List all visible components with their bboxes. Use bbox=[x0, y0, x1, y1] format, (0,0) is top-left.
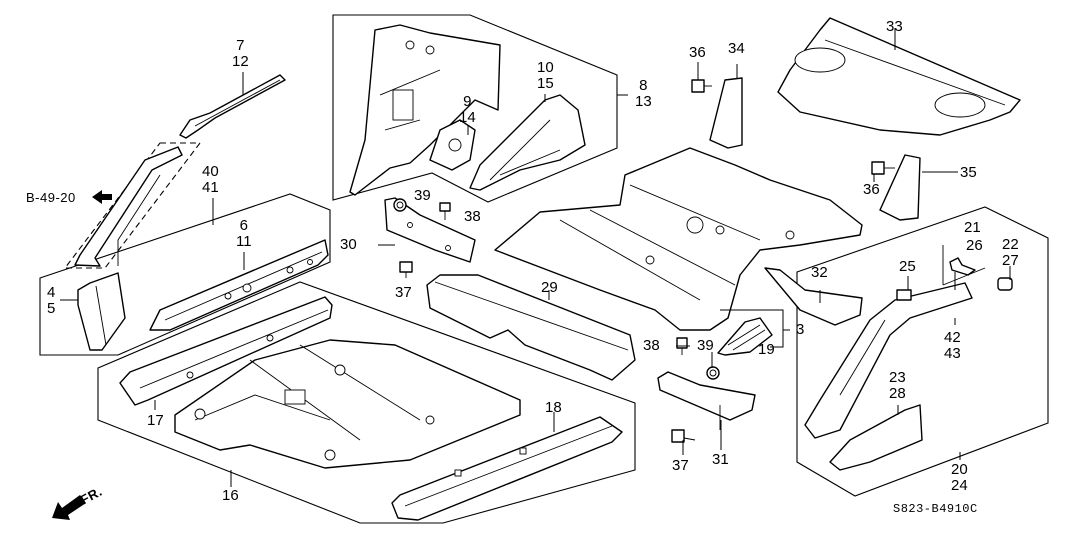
callout-33[interactable]: 33 bbox=[886, 18, 903, 35]
callout-18[interactable]: 18 bbox=[545, 399, 562, 416]
callout-31[interactable]: 31 bbox=[712, 451, 729, 468]
callout-21[interactable]: 21 bbox=[964, 219, 981, 236]
part-outer-sill[interactable] bbox=[391, 416, 623, 521]
part-front-pillar[interactable] bbox=[74, 146, 183, 267]
callout-37a[interactable]: 37 bbox=[395, 284, 412, 301]
callout-26[interactable]: 26 bbox=[966, 237, 983, 254]
callout-36b[interactable]: 36 bbox=[863, 181, 880, 198]
group-box-front-floor bbox=[97, 281, 636, 524]
callout-9-14[interactable]: 9 14 bbox=[459, 93, 476, 126]
part-rear-floor[interactable] bbox=[494, 147, 863, 331]
group-box-quarter-inner bbox=[332, 14, 618, 203]
callout-25[interactable]: 25 bbox=[899, 258, 916, 275]
part-stay-34[interactable] bbox=[709, 77, 743, 149]
part-pillar-lower[interactable] bbox=[77, 272, 126, 351]
diagram-code: S823-B4910C bbox=[893, 502, 978, 516]
part-extension-23[interactable] bbox=[829, 404, 923, 471]
part-rear-bracket-32[interactable] bbox=[764, 267, 863, 326]
callout-42-43[interactable]: 42 43 bbox=[944, 329, 961, 362]
callout-29[interactable]: 29 bbox=[541, 279, 558, 296]
callout-16[interactable]: 16 bbox=[222, 487, 239, 504]
part-bracket-21[interactable] bbox=[942, 245, 986, 286]
callout-23-28[interactable]: 23 28 bbox=[889, 369, 906, 402]
callout-19[interactable]: 19 bbox=[758, 341, 775, 358]
callout-32[interactable]: 32 bbox=[811, 264, 828, 281]
part-rear-wheelhouse[interactable] bbox=[469, 94, 586, 191]
callout-7-12[interactable]: 7 12 bbox=[232, 37, 249, 70]
callout-38b[interactable]: 38 bbox=[643, 337, 660, 354]
callout-35[interactable]: 35 bbox=[960, 164, 977, 181]
bolt-37a[interactable] bbox=[399, 261, 413, 278]
callout-8-13[interactable]: 8 13 bbox=[635, 77, 652, 110]
part-side-sill[interactable] bbox=[149, 239, 329, 331]
part-rear-shelf-33[interactable] bbox=[777, 17, 1021, 136]
part-bracket-31[interactable] bbox=[657, 371, 756, 430]
callout-30[interactable]: 30 bbox=[340, 236, 357, 253]
callout-40-41[interactable]: 40 41 bbox=[202, 163, 219, 196]
bolt-36a[interactable] bbox=[691, 79, 712, 93]
callout-39a[interactable]: 39 bbox=[414, 187, 431, 204]
callout-3[interactable]: 3 bbox=[796, 321, 805, 338]
reference-label[interactable]: B-49-20 bbox=[26, 190, 76, 205]
part-front-floor[interactable] bbox=[174, 339, 521, 469]
callout-20-24[interactable]: 20 24 bbox=[951, 461, 968, 494]
part-19[interactable] bbox=[717, 317, 773, 356]
callout-36a[interactable]: 36 bbox=[689, 44, 706, 61]
bolt-37b[interactable] bbox=[671, 429, 696, 443]
callout-34[interactable]: 34 bbox=[728, 40, 745, 57]
bolt-36b[interactable] bbox=[871, 161, 895, 175]
nut-39b[interactable] bbox=[706, 366, 720, 380]
nut-39a[interactable] bbox=[393, 198, 407, 212]
callout-22-27[interactable]: 22 27 bbox=[1002, 236, 1019, 269]
bolt-38b[interactable] bbox=[676, 337, 688, 355]
group-box-rear-frame bbox=[796, 206, 1049, 497]
leader-lines bbox=[60, 28, 1011, 487]
arrow-down-left-icon bbox=[52, 495, 86, 520]
callout-38a[interactable]: 38 bbox=[464, 208, 481, 225]
part-quarter-inner-panel[interactable] bbox=[349, 24, 501, 196]
part-rear-frame-42[interactable] bbox=[804, 282, 973, 439]
group-box-side-sill bbox=[39, 193, 331, 356]
bolt-38a[interactable] bbox=[439, 202, 451, 220]
callout-6-11[interactable]: 6 11 bbox=[236, 217, 252, 250]
part-stay-35[interactable] bbox=[879, 154, 921, 221]
callout-37b[interactable]: 37 bbox=[672, 457, 689, 474]
part-clip-25[interactable] bbox=[896, 289, 912, 301]
arrow-left-icon bbox=[92, 190, 112, 204]
part-wheelhouse-small[interactable] bbox=[429, 119, 476, 171]
callout-4-5[interactable]: 4 5 bbox=[47, 284, 56, 317]
callout-39b[interactable]: 39 bbox=[697, 337, 714, 354]
part-bracket-22[interactable] bbox=[997, 277, 1013, 291]
part-roof-rail[interactable] bbox=[179, 74, 286, 139]
callout-10-15[interactable]: 10 15 bbox=[537, 59, 554, 92]
callout-17[interactable]: 17 bbox=[147, 412, 164, 429]
part-crossmember-29[interactable] bbox=[426, 274, 636, 381]
part-inner-sill[interactable] bbox=[119, 296, 333, 406]
